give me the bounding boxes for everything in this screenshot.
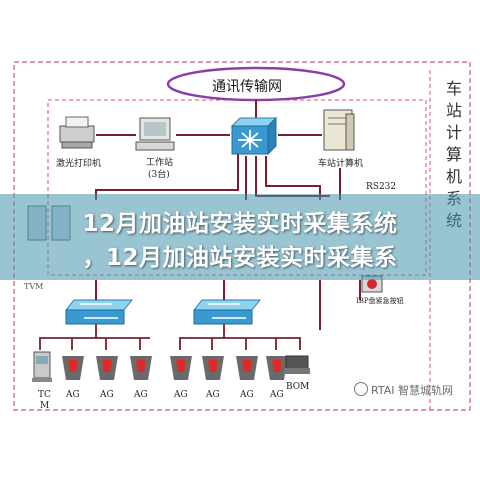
- gate-label: AG: [134, 390, 148, 400]
- emergency-button-icon: [361, 275, 383, 293]
- gate-label: AG: [100, 390, 114, 400]
- switch-right-icon: [192, 299, 262, 325]
- gate-icon: [130, 356, 152, 380]
- watermark-text: RTAI 智慧城轨网: [371, 384, 453, 397]
- tvm-label: TVM: [24, 282, 44, 291]
- gate-icons: [62, 356, 288, 380]
- network-label: 通讯传输网: [212, 79, 282, 95]
- workstation-label: 工作站: [146, 158, 174, 168]
- bom-label: BOM: [286, 382, 310, 392]
- tc-label: TC: [38, 390, 51, 400]
- printer-icon: [59, 116, 95, 149]
- title-overlay-band: [0, 194, 480, 280]
- watermark: RTAI 智慧城轨网: [354, 382, 453, 398]
- gate-bus: [39, 324, 301, 350]
- gate-label: AG: [66, 390, 80, 400]
- wechat-icon: [354, 382, 368, 396]
- gate-icon: [202, 356, 224, 380]
- gate-icon: [236, 356, 258, 380]
- core-switch-icon: [230, 116, 278, 156]
- switch-left-icon: [64, 299, 134, 325]
- printer-label: 激光打印机: [56, 159, 102, 169]
- overlay-title-line-1: 12月加油站安装实时采集系统: [82, 211, 398, 237]
- server-icon: [323, 109, 355, 151]
- trunk-links: [95, 280, 361, 330]
- workstation-count: (3台): [148, 170, 170, 180]
- overlay-title-line-2: ，12月加油站安装实时采集系: [82, 245, 398, 271]
- emergency-button-label: IBP盘紧急按钮: [356, 297, 404, 305]
- gate-label: AG: [174, 390, 188, 400]
- station-computer-label: 车站计算机: [318, 159, 364, 169]
- bom-terminal-icon: [284, 355, 310, 374]
- tc-m-label: M: [40, 401, 50, 411]
- gate-label: AG: [240, 390, 254, 400]
- gate-icon: [170, 356, 192, 380]
- gate-icon: [96, 356, 118, 380]
- ticket-checker-icon: [32, 351, 52, 382]
- workstation-icon: [135, 117, 175, 151]
- gate-label: AG: [206, 390, 220, 400]
- lan-links: [95, 134, 330, 200]
- gate-icon: [62, 356, 84, 380]
- gate-label: AG: [270, 390, 284, 400]
- gate-icon: [266, 356, 288, 380]
- rs232-label: RS232: [366, 182, 397, 192]
